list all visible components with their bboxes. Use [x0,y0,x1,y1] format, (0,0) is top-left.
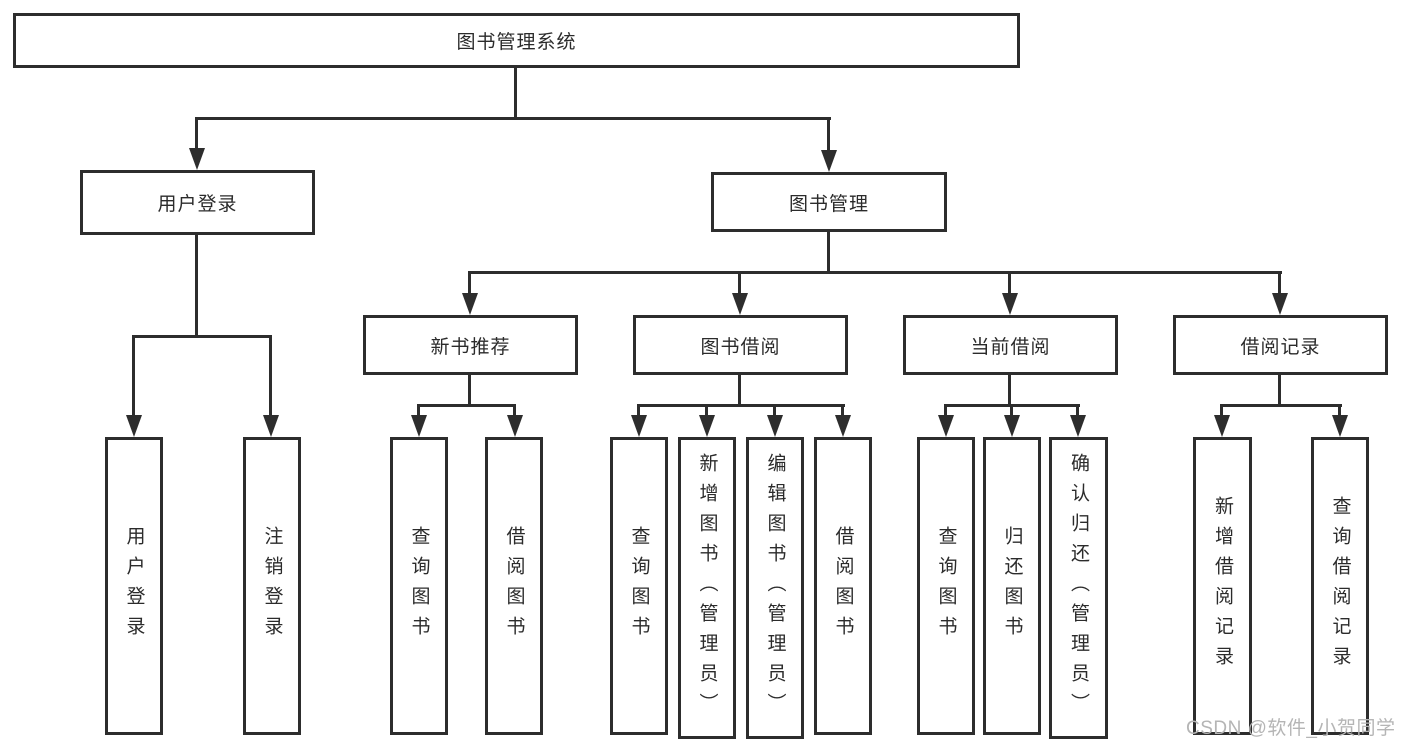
connector-current-borrowing-drop [1008,375,1011,407]
arrowhead-down-icon [1214,415,1230,437]
leaf-br-query-borrow-record: 查询借阅记录 [1311,437,1369,735]
node-user-login: 用户登录 [80,170,315,235]
arrowhead-down-icon [1332,415,1348,437]
arrowhead-down-icon [189,148,205,170]
node-label: 图书借阅 [700,336,781,358]
connector-stem [773,404,776,417]
node-label: 借阅记录 [1240,336,1321,358]
vertical-label: 新增借阅记录 [1212,496,1233,676]
leaf-bb-edit-books-admin: 编辑图书（管理员） [746,437,804,739]
connector-stem-user-login [195,117,198,150]
node-label: 新书推荐 [430,336,511,358]
vertical-label: 新增图书（管理员） [696,453,718,723]
connector-new-book-drop [468,375,471,407]
arrowhead-down-icon [1002,293,1018,315]
node-library-management-system: 图书管理系统 [13,13,1020,68]
vertical-label: 注销登录 [261,526,283,646]
connector-stem-new-book [468,271,471,295]
vertical-label: 用户登录 [123,526,145,646]
arrowhead-down-icon [821,150,837,172]
connector-stem [1076,404,1079,417]
leaf-br-add-borrow-record: 新增借阅记录 [1193,437,1252,735]
connector-stem [841,404,844,417]
connector-new-book-hline [417,404,516,407]
leaf-cb-confirm-return-admin: 确认归还（管理员） [1049,437,1108,739]
connector-stem-book-borrowing [738,271,741,295]
node-new-book-recommendation: 新书推荐 [363,315,578,375]
vertical-label: 查询图书 [628,526,650,646]
vertical-label: 确认归还（管理员） [1068,453,1089,723]
leaf-bb-query-books: 查询图书 [610,437,668,735]
arrowhead-down-icon [631,415,647,437]
leaf-cb-return-books: 归还图书 [983,437,1041,735]
arrowhead-down-icon [1070,415,1086,437]
connector-book-management-drop [827,232,830,274]
leaf-nb-borrow-books: 借阅图书 [485,437,543,735]
arrowhead-down-icon [1272,293,1288,315]
connector-borrowing-records-hline [1220,404,1342,407]
leaf-user-login: 用户登录 [105,437,163,735]
vertical-label: 编辑图书（管理员） [764,453,786,723]
vertical-label: 查询图书 [935,526,957,646]
arrowhead-down-icon [835,415,851,437]
leaf-cb-query-books: 查询图书 [917,437,975,735]
vertical-label: 查询借阅记录 [1329,496,1351,676]
connector-user-login-hline [132,335,272,338]
connector-stem [1220,404,1223,417]
arrowhead-down-icon [732,293,748,315]
leaf-bb-borrow-books: 借阅图书 [814,437,872,735]
connector-root-drop [514,68,517,120]
arrowhead-down-icon [411,415,427,437]
node-label: 用户登录 [157,194,238,215]
connector-stem [637,404,640,417]
node-book-borrowing: 图书借阅 [633,315,848,375]
connector-stem-current-borrowing [1008,271,1011,295]
vertical-label: 借阅图书 [832,526,854,646]
connector-user-login-drop [195,235,198,338]
connector-stem-leaf-logout [269,335,272,417]
node-borrowing-records: 借阅记录 [1173,315,1388,375]
arrowhead-down-icon [126,415,142,437]
arrowhead-down-icon [767,415,783,437]
node-label: 当前借阅 [970,336,1051,358]
connector-stem [417,404,420,417]
connector-stem-book-management [827,117,830,152]
connector-stem [1338,404,1341,417]
arrowhead-down-icon [507,415,523,437]
arrowhead-down-icon [1004,415,1020,437]
connector-borrowing-records-drop [1278,375,1281,407]
arrowhead-down-icon [462,293,478,315]
connector-book-borrowing-drop [738,375,741,407]
vertical-label: 查询图书 [408,526,430,646]
csdn-watermark: CSDN @软件_小贺同学 [1186,718,1396,739]
node-current-borrowing: 当前借阅 [903,315,1118,375]
leaf-logout: 注销登录 [243,437,301,735]
connector-stem-leaf-user-login [132,335,135,417]
arrowhead-down-icon [699,415,715,437]
node-label: 图书管理 [788,193,869,215]
leaf-nb-query-books: 查询图书 [390,437,448,735]
node-label: 图书管理系统 [456,32,577,53]
connector-stem [513,404,516,417]
connector-stem [1010,404,1013,417]
connector-root-hline [195,117,831,120]
connector-stem [705,404,708,417]
connector-book-management-hline [468,271,1282,274]
node-book-management: 图书管理 [711,172,947,232]
arrowhead-down-icon [263,415,279,437]
arrowhead-down-icon [938,415,954,437]
connector-stem-borrowing-records [1278,271,1281,295]
connector-stem [944,404,947,417]
vertical-label: 归还图书 [1001,526,1023,646]
leaf-bb-add-books-admin: 新增图书（管理员） [678,437,736,739]
vertical-label: 借阅图书 [503,526,525,646]
connector-book-borrowing-hline [637,404,845,407]
